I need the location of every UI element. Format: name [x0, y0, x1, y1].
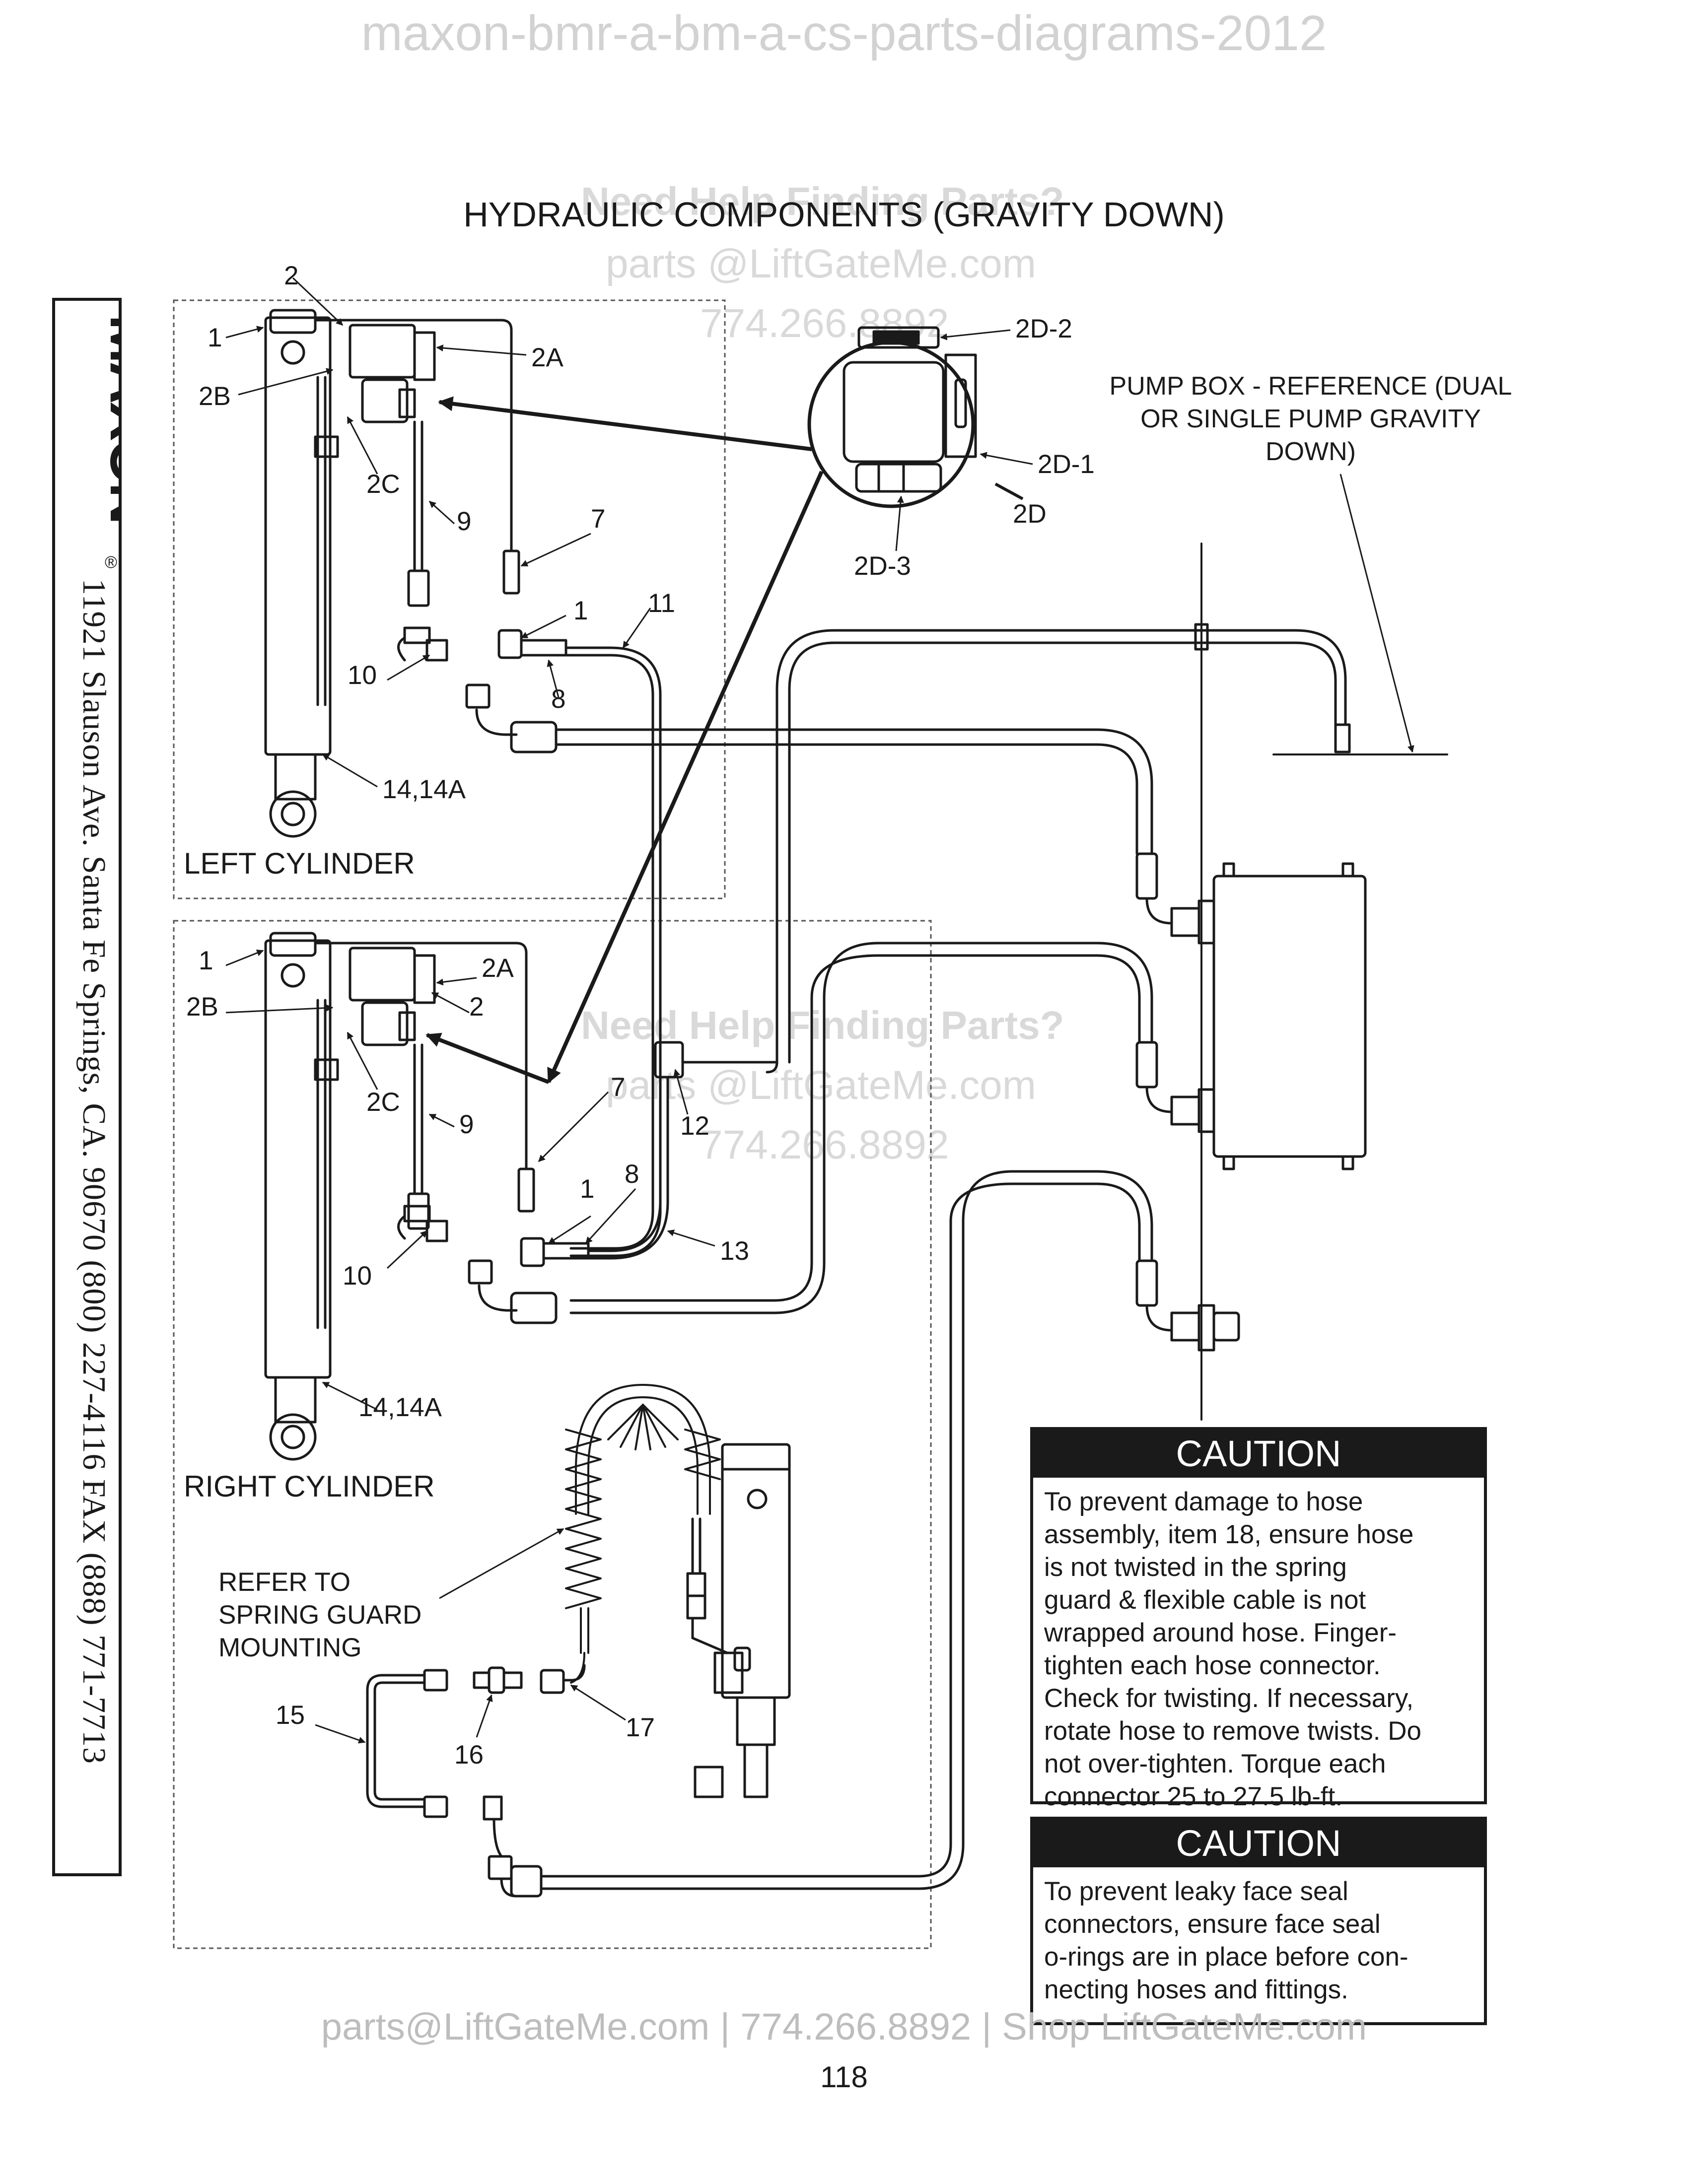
callout-left-8: 8	[551, 684, 566, 714]
logo-text: MAXON	[98, 315, 119, 523]
callout-2d-1: 2D-1	[1038, 450, 1095, 479]
callout-left-9: 9	[457, 507, 472, 536]
callout-2d-3: 2D-3	[854, 551, 911, 581]
callout-left-2: 2	[284, 261, 299, 290]
callout-right-14: 14,14A	[358, 1393, 442, 1422]
callout-right-2c: 2C	[366, 1088, 400, 1117]
callout-right-2b: 2B	[186, 992, 218, 1022]
registered-mark: ®	[105, 553, 118, 572]
caution-heading: CAUTION	[1033, 1430, 1484, 1478]
left-valve-assembly	[269, 309, 520, 607]
small-cylinder	[686, 1443, 791, 1798]
callout-left-1b: 1	[573, 596, 588, 625]
callout-right-2: 2	[469, 992, 484, 1022]
maxon-logo: MAXON	[98, 315, 119, 523]
spring-guard-coil	[565, 1384, 721, 1684]
callout-right-13: 13	[720, 1236, 749, 1266]
callout-right-2a: 2A	[482, 954, 514, 983]
callout-17: 17	[626, 1713, 655, 1742]
watermark-doc-name: maxon-bmr-a-bm-a-cs-parts-diagrams-2012	[361, 5, 1327, 61]
callout-right-10: 10	[343, 1261, 372, 1291]
page-title: HYDRAULIC COMPONENTS (GRAVITY DOWN)	[463, 195, 1225, 234]
right-cylinder-box	[173, 920, 932, 1949]
pump-box	[1212, 875, 1367, 1158]
caution-text: To prevent leaky face seal connectors, e…	[1044, 1877, 1408, 2004]
right-fittings	[397, 1076, 669, 1324]
callout-left-2a: 2A	[531, 343, 563, 372]
callout-2d: 2D	[1013, 499, 1047, 529]
caution-text: To prevent damage to hose assembly, item…	[1044, 1487, 1421, 1811]
left-cylinder-box	[173, 299, 726, 899]
callout-left-11: 11	[648, 589, 676, 618]
callout-right-1b: 1	[580, 1174, 595, 1204]
callout-15: 15	[276, 1701, 305, 1730]
caution-heading: CAUTION	[1033, 1820, 1484, 1867]
pump-box-reference-label: PUMP BOX - REFERENCE (DUAL OR SINGLE PUM…	[1109, 372, 1512, 466]
callout-left-7: 7	[591, 504, 606, 534]
brand-sidebar: MAXON ® 11921 Slauson Ave. Santa Fe Spri…	[52, 298, 122, 1876]
callout-left-10: 10	[348, 661, 377, 690]
callout-right-7: 7	[611, 1073, 626, 1102]
caution-box-face-seal: CAUTION To prevent leaky face seal conne…	[1030, 1817, 1487, 2025]
caution-box-hose: CAUTION To prevent damage to hose assemb…	[1030, 1427, 1487, 1811]
callout-leader-lines	[225, 277, 1414, 1744]
pump-ports	[1135, 852, 1240, 1352]
callout-right-8: 8	[625, 1160, 639, 1189]
callout-left-2b: 2B	[199, 382, 231, 411]
right-cylinder	[264, 939, 339, 1461]
callout-left-14: 14,14A	[382, 775, 466, 804]
detail-2d-leader	[994, 482, 1024, 500]
watermark-email-top: parts @LiftGateMe.com	[606, 241, 1037, 286]
page-number: 118	[820, 2060, 868, 2094]
callout-2d-2: 2D-2	[1015, 314, 1072, 343]
left-cylinder	[264, 316, 339, 838]
left-fittings	[397, 626, 1153, 1257]
detail-pointer-arrows	[425, 396, 824, 1084]
fitting-assembly-15-16-17	[366, 1664, 586, 1898]
detail-2d-callout	[807, 326, 977, 508]
callout-16: 16	[454, 1740, 484, 1770]
callout-right-9: 9	[459, 1110, 474, 1139]
spring-guard-note: REFER TO SPRING GUARD MOUNTING	[218, 1568, 422, 1662]
callout-left-2c: 2C	[366, 470, 400, 499]
footer-contact: parts@LiftGateMe.com | 774.266.8892 | Sh…	[321, 2006, 1367, 2048]
callout-right-1a: 1	[199, 946, 213, 975]
callout-right-12: 12	[680, 1111, 709, 1141]
left-cylinder-label: LEFT CYLINDER	[184, 847, 415, 880]
right-cylinder-label: RIGHT CYLINDER	[184, 1470, 435, 1503]
callout-left-1a: 1	[208, 323, 222, 352]
watermark-help-top: Need Help Finding Parts?	[581, 179, 1064, 223]
